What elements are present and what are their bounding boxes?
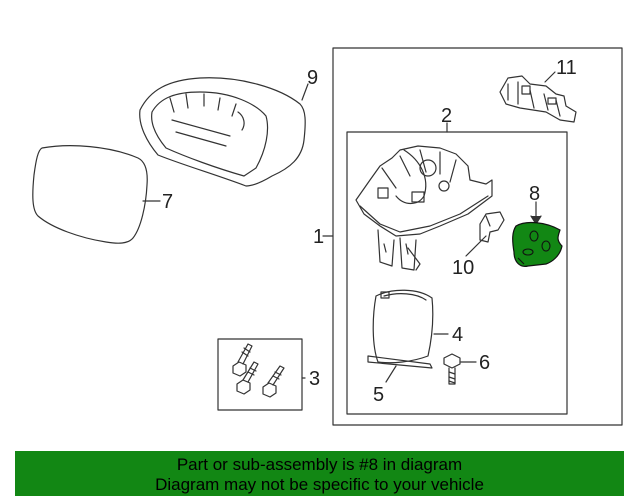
callout-7: 7 (162, 191, 173, 213)
callout-6: 6 (479, 352, 490, 374)
part-1-outer-box (332, 47, 623, 426)
callout-11: 11 (556, 57, 577, 79)
callout-3: 3 (309, 368, 320, 390)
part-5-lens (367, 355, 433, 369)
leader-lines (142, 71, 556, 383)
banner-line-1: Part or sub-assembly is #8 in diagram (176, 455, 463, 474)
part-11-bracket (499, 75, 577, 123)
callout-labels: 7 9 1 3 2 11 8 10 4 6 5 (162, 57, 577, 406)
banner-line-2: Diagram may not be specific to your vehi… (155, 475, 484, 494)
callout-5: 5 (373, 384, 384, 406)
callout-1: 1 (313, 226, 324, 248)
part-3-bolts (232, 343, 285, 398)
callout-10: 10 (452, 257, 474, 279)
parts-diagram: 7 9 1 3 2 11 8 10 4 6 5 (32, 47, 623, 426)
callout-8: 8 (529, 183, 540, 205)
part-3-bolt-kit-box (217, 338, 303, 411)
part-2-actuator (355, 145, 493, 271)
callout-2: 2 (441, 105, 452, 127)
callout-4: 4 (452, 324, 463, 346)
part-7-mirror-glass (32, 145, 148, 244)
part-10-clip (479, 211, 505, 243)
part-9-mirror-cover (139, 77, 306, 187)
part-6-screw (443, 353, 461, 385)
part-2-inner-box (346, 131, 568, 415)
part-8-highlighted-motor (512, 221, 563, 267)
callout-9: 9 (307, 67, 318, 89)
info-banner: Part or sub-assembly is #8 in diagram Di… (15, 451, 624, 496)
part-4-signal-lamp (372, 289, 434, 364)
